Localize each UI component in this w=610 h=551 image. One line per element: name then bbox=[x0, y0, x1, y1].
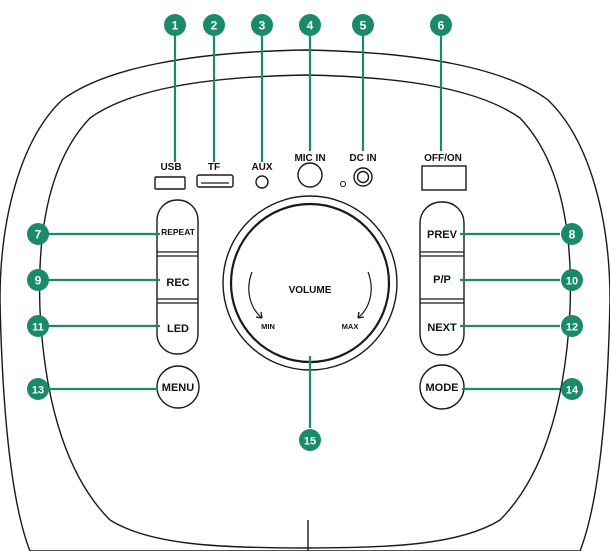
callout-badge-7 bbox=[27, 223, 49, 245]
repeat-button[interactable] bbox=[157, 200, 198, 252]
callout-number-9: 9 bbox=[35, 274, 42, 288]
right-button-stack: PREV P/P NEXT bbox=[419, 201, 465, 356]
left-button-stack: REPEAT REC LED bbox=[156, 199, 199, 355]
aux-jack[interactable] bbox=[255, 175, 269, 189]
callout-badge-14 bbox=[561, 378, 583, 400]
callout-number-2: 2 bbox=[211, 19, 218, 33]
volume-knob-inner-ring bbox=[229, 202, 391, 364]
mic-in-jack[interactable] bbox=[297, 162, 323, 188]
mic-in-label: MIC IN bbox=[294, 153, 325, 164]
callout-badge-5 bbox=[352, 14, 374, 36]
callout-number-10: 10 bbox=[566, 276, 578, 288]
callout-badge-4 bbox=[299, 14, 321, 36]
aux-label: AUX bbox=[251, 162, 272, 173]
volume-min-label: MIN bbox=[261, 322, 275, 331]
usb-label: USB bbox=[160, 162, 181, 173]
callout-badge-2 bbox=[203, 14, 225, 36]
callout-number-5: 5 bbox=[360, 19, 367, 33]
rec-button-label: REC bbox=[166, 277, 189, 289]
callout-badge-11 bbox=[27, 315, 49, 337]
usb-port[interactable] bbox=[154, 176, 186, 190]
menu-button[interactable] bbox=[156, 365, 200, 409]
callout-badge-15 bbox=[299, 429, 321, 451]
callout-badge-6 bbox=[430, 14, 452, 36]
prev-button-label: PREV bbox=[427, 229, 458, 241]
callout-number-8: 8 bbox=[569, 228, 576, 242]
callout-number-6: 6 bbox=[438, 19, 445, 33]
mode-button[interactable] bbox=[419, 364, 465, 410]
dc-in-label: DC IN bbox=[349, 153, 376, 164]
left-stack-housing bbox=[156, 199, 199, 355]
callout-number-12: 12 bbox=[566, 322, 578, 334]
callout-badge-1 bbox=[164, 14, 186, 36]
callout-badges: 1 2 3 4 5 6 7 8 9 10 11 12 13 14 15 bbox=[27, 14, 583, 451]
next-button-label: NEXT bbox=[427, 322, 457, 334]
dc-in-jack-inner bbox=[356, 170, 370, 184]
volume-label: VOLUME bbox=[289, 285, 332, 296]
volume-min-arc bbox=[248, 271, 263, 319]
volume-max-arc bbox=[357, 271, 372, 319]
callout-number-14: 14 bbox=[566, 385, 579, 397]
power-switch[interactable] bbox=[421, 165, 467, 191]
callout-number-7: 7 bbox=[35, 228, 42, 242]
arrow-down-right-icon bbox=[357, 311, 365, 319]
repeat-button-label: REPEAT bbox=[161, 227, 196, 237]
callout-number-4: 4 bbox=[307, 19, 314, 33]
callout-badge-9 bbox=[27, 269, 49, 291]
callout-number-15: 15 bbox=[304, 436, 316, 448]
callout-number-1: 1 bbox=[172, 19, 179, 33]
tf-card-slot[interactable] bbox=[196, 174, 234, 188]
status-led-dot bbox=[339, 180, 347, 188]
callout-badge-13 bbox=[27, 378, 49, 400]
volume-max-label: MAX bbox=[342, 322, 359, 331]
play-pause-button-label: P/P bbox=[433, 274, 451, 286]
callout-badge-3 bbox=[251, 14, 273, 36]
callout-badge-8 bbox=[561, 223, 583, 245]
callout-number-3: 3 bbox=[259, 19, 266, 33]
tf-label: TF bbox=[208, 162, 220, 173]
callout-leader-lines bbox=[48, 36, 560, 428]
mode-button-label: MODE bbox=[426, 382, 459, 394]
menu-button-label: MENU bbox=[162, 382, 194, 394]
arrow-down-left-icon bbox=[255, 311, 263, 319]
led-button-label: LED bbox=[167, 323, 189, 335]
housing-inner-edge bbox=[38, 74, 572, 549]
prev-button[interactable] bbox=[420, 202, 464, 252]
callout-number-13: 13 bbox=[32, 385, 44, 397]
housing-outline bbox=[0, 49, 610, 551]
callout-badge-10 bbox=[561, 269, 583, 291]
callout-number-11: 11 bbox=[32, 322, 44, 334]
power-label: OFF/ON bbox=[424, 153, 462, 164]
volume-knob[interactable]: VOLUME MIN MAX bbox=[222, 195, 398, 371]
right-stack-housing bbox=[419, 201, 465, 356]
housing-outer-edge bbox=[0, 49, 610, 551]
ports-row: USB TF AUX MIC IN DC IN OFF/ON bbox=[154, 153, 467, 191]
callout-badge-12 bbox=[561, 315, 583, 337]
